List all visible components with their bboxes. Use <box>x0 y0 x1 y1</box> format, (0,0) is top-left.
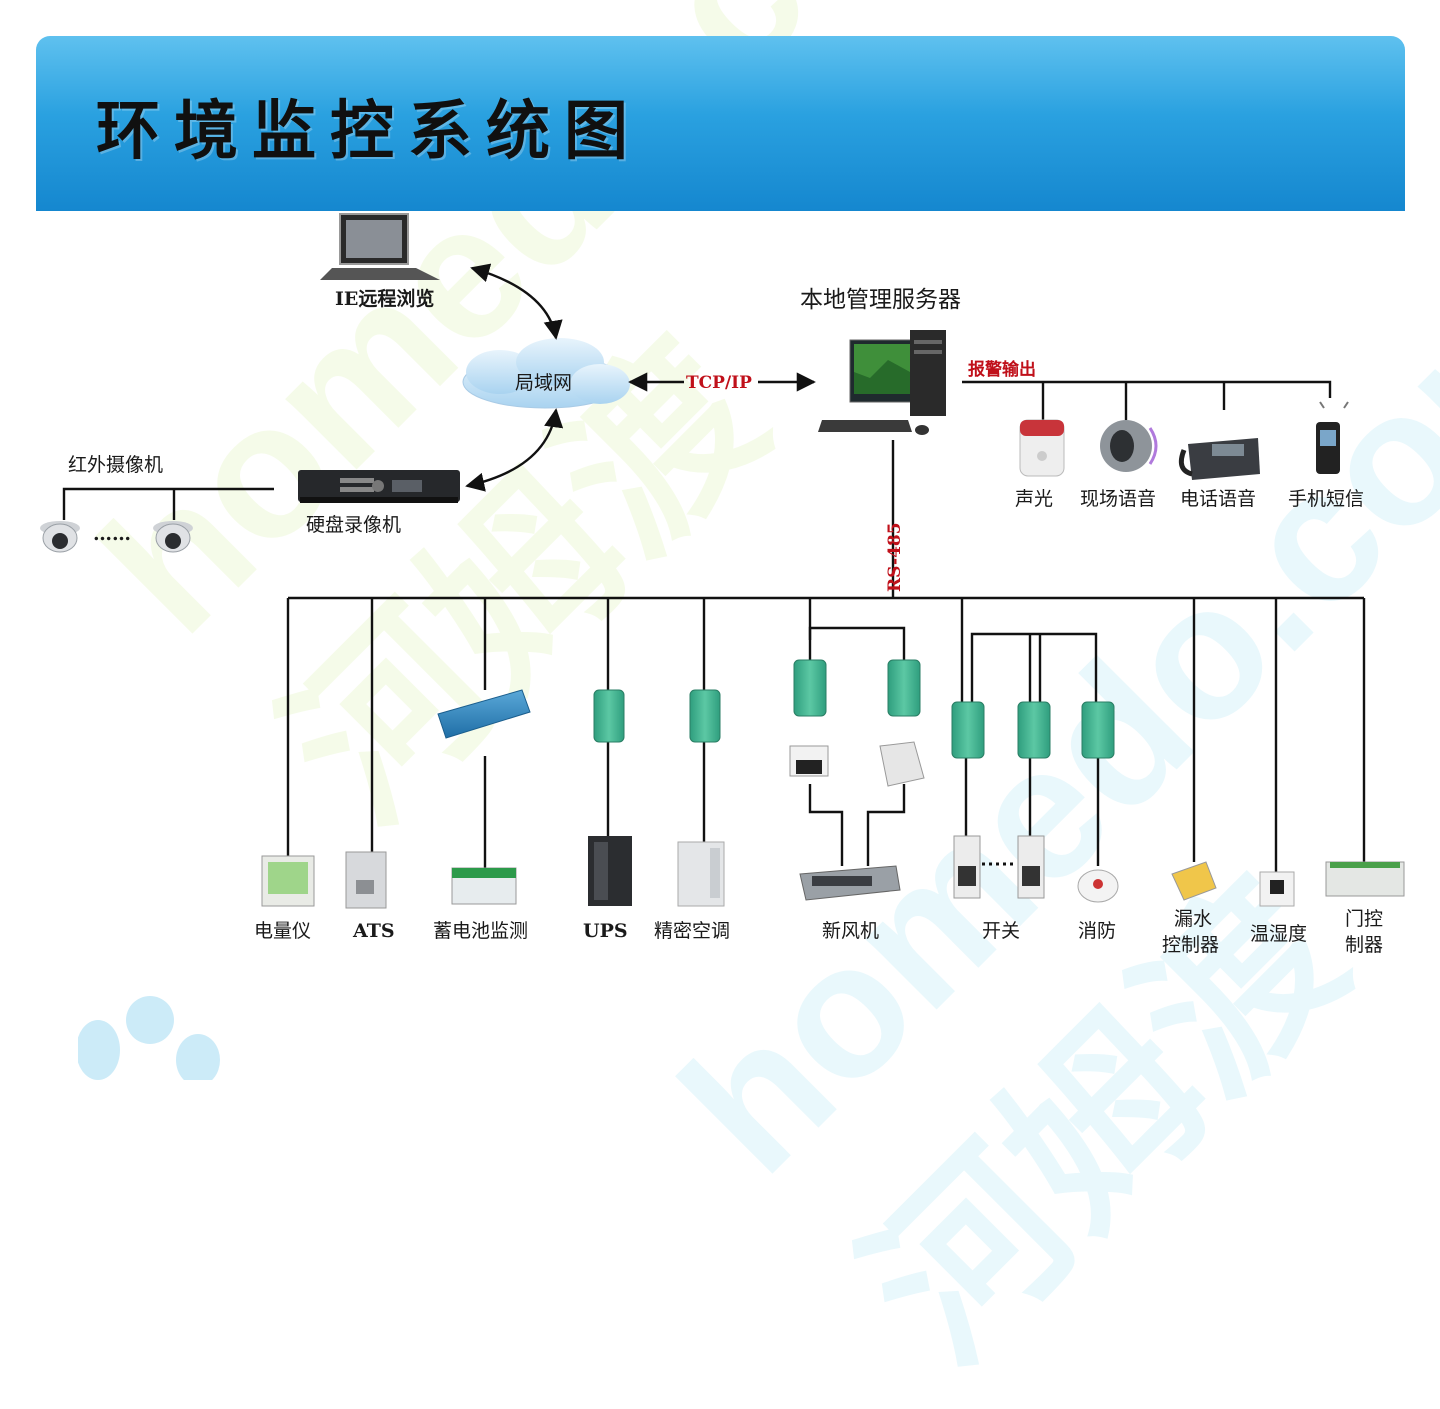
field-device-label: 蓄电池监测 <box>433 920 528 942</box>
alarm-device-label: 声光 <box>1015 488 1053 510</box>
ie-remote-label: IE远程浏览 <box>335 287 434 310</box>
power-meter-icon <box>261 855 315 907</box>
contactor-icon <box>879 741 925 787</box>
field-device-label: 电量仪 <box>254 920 311 942</box>
smoke-detector-icon <box>1077 869 1119 903</box>
laptop-icon <box>320 213 440 280</box>
lan-cloud-icon <box>462 338 630 409</box>
precision-ac-icon <box>677 841 725 907</box>
camera-icon <box>40 521 80 553</box>
field-device-label: 精密空调 <box>654 920 730 942</box>
battery-monitor-module-icon <box>437 689 531 739</box>
breaker-icon <box>953 835 981 899</box>
lan-label: 局域网 <box>515 372 572 394</box>
camera-icon <box>153 521 193 553</box>
field-device-label: 温湿度 <box>1250 923 1307 945</box>
alarm-device-label: 手机短信 <box>1288 488 1364 510</box>
field-device-label: 消防 <box>1078 920 1116 942</box>
mobile-phone-icon <box>1316 401 1349 474</box>
battery-icon <box>451 867 517 905</box>
alarm-bus <box>962 380 1332 398</box>
page-title: 环境监控系统图 <box>96 94 642 169</box>
corner-decoration-icon <box>78 996 220 1080</box>
telephone-icon <box>1178 438 1260 480</box>
speaker-icon <box>1100 420 1158 472</box>
field-device-label: 门控 <box>1345 908 1383 930</box>
field-device-label: UPS <box>583 920 628 942</box>
field-device-label-line2: 制器 <box>1345 934 1383 956</box>
breaker-icon <box>1017 835 1045 899</box>
ir-camera-label: 红外摄像机 <box>68 454 163 476</box>
fresh-air-unit-icon <box>799 865 901 901</box>
temp-humidity-sensor-icon <box>1259 871 1295 907</box>
dvr-icon <box>298 470 460 503</box>
tcpip-label: TCP/IP <box>686 373 752 393</box>
leak-controller-icon <box>1171 861 1217 901</box>
field-device-label: 漏水 <box>1174 908 1212 930</box>
field-device-label: ATS <box>352 920 395 942</box>
ats-cabinet-icon <box>345 851 387 909</box>
camera-ellipsis: …… <box>93 523 131 545</box>
relay-icon <box>789 745 829 777</box>
door-controller-icon <box>1325 861 1405 897</box>
field-device-label-line2: 控制器 <box>1162 934 1219 956</box>
camera-bus <box>62 487 274 520</box>
converter-modules <box>593 659 1115 759</box>
rs485-label: RS-485 <box>885 522 905 592</box>
alarm-device-label: 电话语音 <box>1180 488 1256 510</box>
alarm-output-label: 报警输出 <box>968 359 1036 380</box>
dvr-label: 硬盘录像机 <box>306 514 401 536</box>
server-computer-icon <box>818 330 946 435</box>
sound-light-alarm-icon <box>1019 419 1065 477</box>
field-device-label: 新风机 <box>822 920 879 942</box>
field-device-label: 开关 <box>982 920 1020 942</box>
ups-cabinet-icon <box>588 836 632 906</box>
laptop-lan-link <box>470 263 563 340</box>
title-banner <box>36 36 1405 211</box>
system-diagram: IE远程浏览 局域网 TCP/IP 硬盘录像机 红外摄像机 …… 本地管理服务器 <box>40 213 1405 956</box>
dvr-lan-link <box>465 408 564 492</box>
device-drops <box>286 598 1366 872</box>
alarm-device-label: 现场语音 <box>1080 488 1156 510</box>
server-label: 本地管理服务器 <box>800 287 961 313</box>
